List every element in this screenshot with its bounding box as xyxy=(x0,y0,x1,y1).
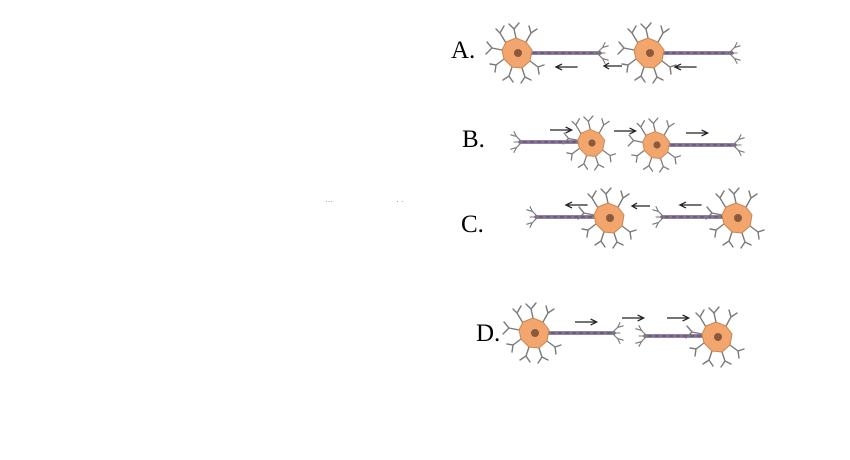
arrow-icon xyxy=(549,126,573,134)
arrow-icon xyxy=(621,314,645,322)
arrow-icon xyxy=(603,62,623,70)
arrow-icon xyxy=(565,201,589,209)
option-a-diagram xyxy=(485,22,741,84)
arrow-icon xyxy=(555,63,579,71)
neuron-icon xyxy=(485,22,609,84)
neuron-icon xyxy=(652,187,765,249)
arrow-icon xyxy=(574,318,598,326)
option-b-diagram xyxy=(510,115,745,173)
arrow-icon xyxy=(674,63,698,71)
stray-mark: ··· xyxy=(325,197,333,206)
neuron-icon xyxy=(502,302,624,364)
neuron-icon xyxy=(635,306,745,368)
neuron-icon xyxy=(526,187,637,249)
arrow-icon xyxy=(631,202,651,210)
option-c-label: C. xyxy=(461,211,484,238)
neuron-icon xyxy=(627,117,745,173)
option-d-label: D. xyxy=(476,320,501,347)
arrow-icon xyxy=(685,129,709,137)
arrow-icon xyxy=(679,201,703,209)
option-d-diagram xyxy=(502,302,745,368)
arrow-icon xyxy=(613,127,637,135)
neuron-icon xyxy=(617,22,741,84)
stray-mark: · · xyxy=(396,197,404,206)
option-c-diagram xyxy=(526,187,765,249)
option-a-label: A. xyxy=(451,37,476,64)
option-b-label: B. xyxy=(462,126,485,153)
neuron-icon xyxy=(510,115,617,171)
arrow-icon xyxy=(666,314,690,322)
